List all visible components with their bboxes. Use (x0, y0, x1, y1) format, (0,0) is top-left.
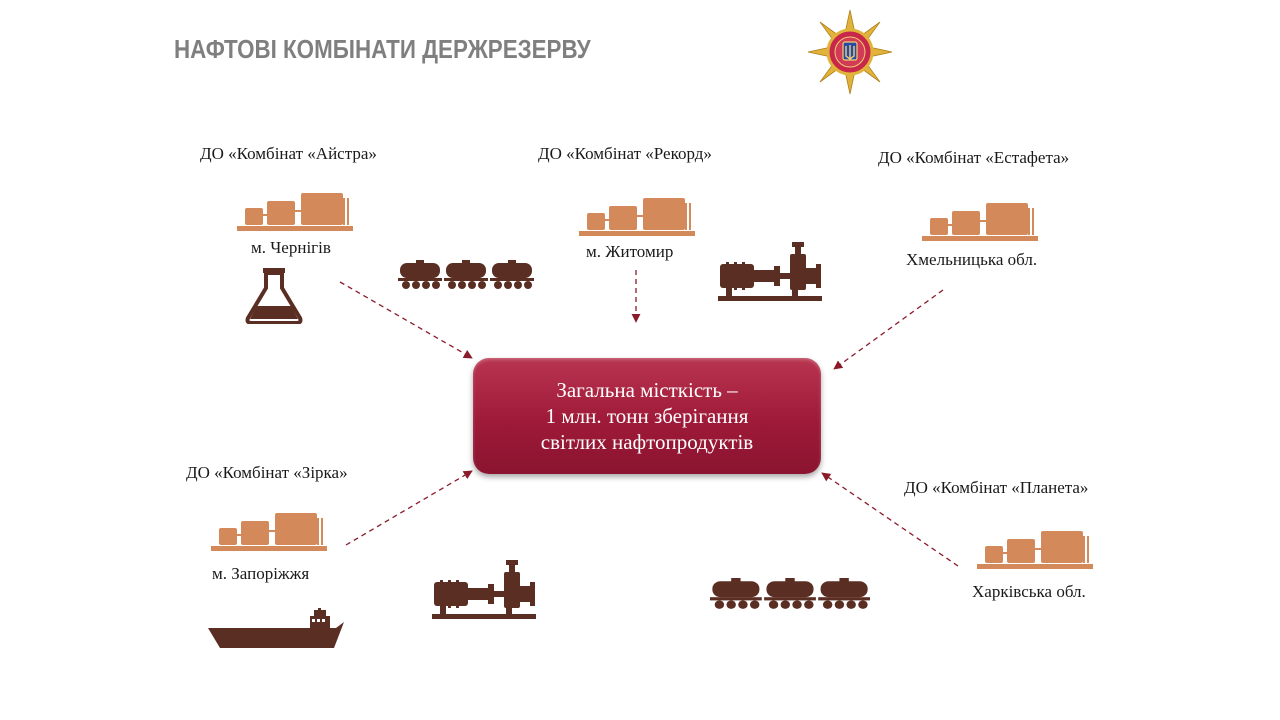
rail-tank-cars-icon (710, 578, 870, 609)
tank-farm-icon (579, 198, 695, 236)
location-rekord: м. Житомир (586, 242, 674, 261)
emblem-icon (807, 9, 893, 95)
plant-name-planeta: ДО «Комбінат «Планета» (904, 478, 1089, 497)
location-zirka: м. Запоріжжя (212, 564, 310, 583)
tank-farm-icon (237, 193, 353, 231)
pump-icon (718, 242, 822, 301)
tank-farm-icon (211, 513, 327, 551)
arrow-planeta (821, 472, 959, 567)
arrow-zirka (345, 470, 473, 546)
location-planeta: Харківська обл. (972, 582, 1086, 601)
total-capacity-box: Загальна місткість – 1 млн. тонн зберіга… (473, 358, 821, 474)
location-aistra: м. Чернігів (251, 238, 331, 257)
plant-name-rekord: ДО «Комбінат «Рекорд» (538, 144, 712, 163)
center-line-2: 1 млн. тонн зберігання (545, 404, 749, 428)
page-title: НАФТОВІ КОМБІНАТИ ДЕРЖРЕЗЕРВУ (174, 34, 591, 64)
rail-tank-cars-icon (398, 260, 534, 289)
tank-farm-icon (977, 531, 1093, 569)
center-line-1: Загальна місткість – (556, 378, 738, 402)
plant-name-aistra: ДО «Комбінат «Айстра» (200, 144, 377, 163)
tank-farm-icon (922, 203, 1038, 241)
arrow-estafeta (833, 289, 944, 370)
center-line-3: світлих нафтопродуктів (540, 430, 754, 454)
plant-name-estafeta: ДО «Комбінат «Естафета» (878, 148, 1070, 167)
tanker-ship-icon (208, 608, 344, 648)
location-estafeta: Хмельницька обл. (906, 250, 1038, 269)
flask-icon (245, 268, 303, 324)
pump-icon (432, 560, 536, 619)
plant-name-zirka: ДО «Комбінат «Зірка» (186, 463, 348, 482)
arrow-aistra (339, 281, 473, 359)
